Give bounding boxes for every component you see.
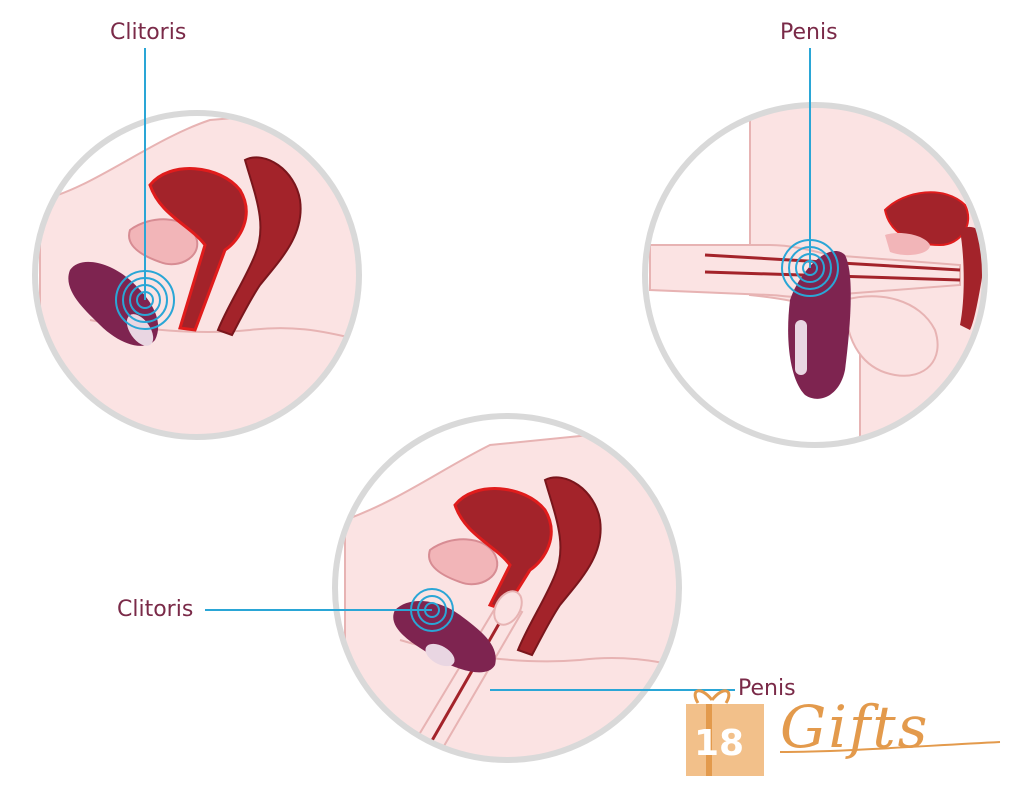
gift-bow-icon [693, 689, 731, 704]
rectum-shape [516, 476, 602, 657]
uterus-shape [453, 487, 553, 612]
panel-clitoral-stimulation [32, 48, 362, 440]
panel-penis-stimulation [642, 48, 988, 448]
rectum-shape [216, 156, 302, 337]
brand-logo [686, 689, 1001, 776]
logo-word: Gifts [780, 693, 930, 761]
bladder-shape [128, 218, 199, 266]
logo-number: 18 [694, 723, 745, 764]
device-shape [393, 600, 496, 673]
gift-box-icon [686, 704, 764, 776]
shaft-shape [649, 244, 961, 299]
penis-bottom-label: Penis [738, 676, 796, 701]
clitoris-top-label: Clitoris [110, 20, 187, 45]
penis-top-label: Penis [780, 20, 838, 45]
clitoris-bottom-label: Clitoris [117, 597, 194, 622]
bladder-shape [428, 538, 499, 586]
panel-couple-stimulation [205, 413, 735, 763]
uterus-shape [148, 167, 248, 332]
